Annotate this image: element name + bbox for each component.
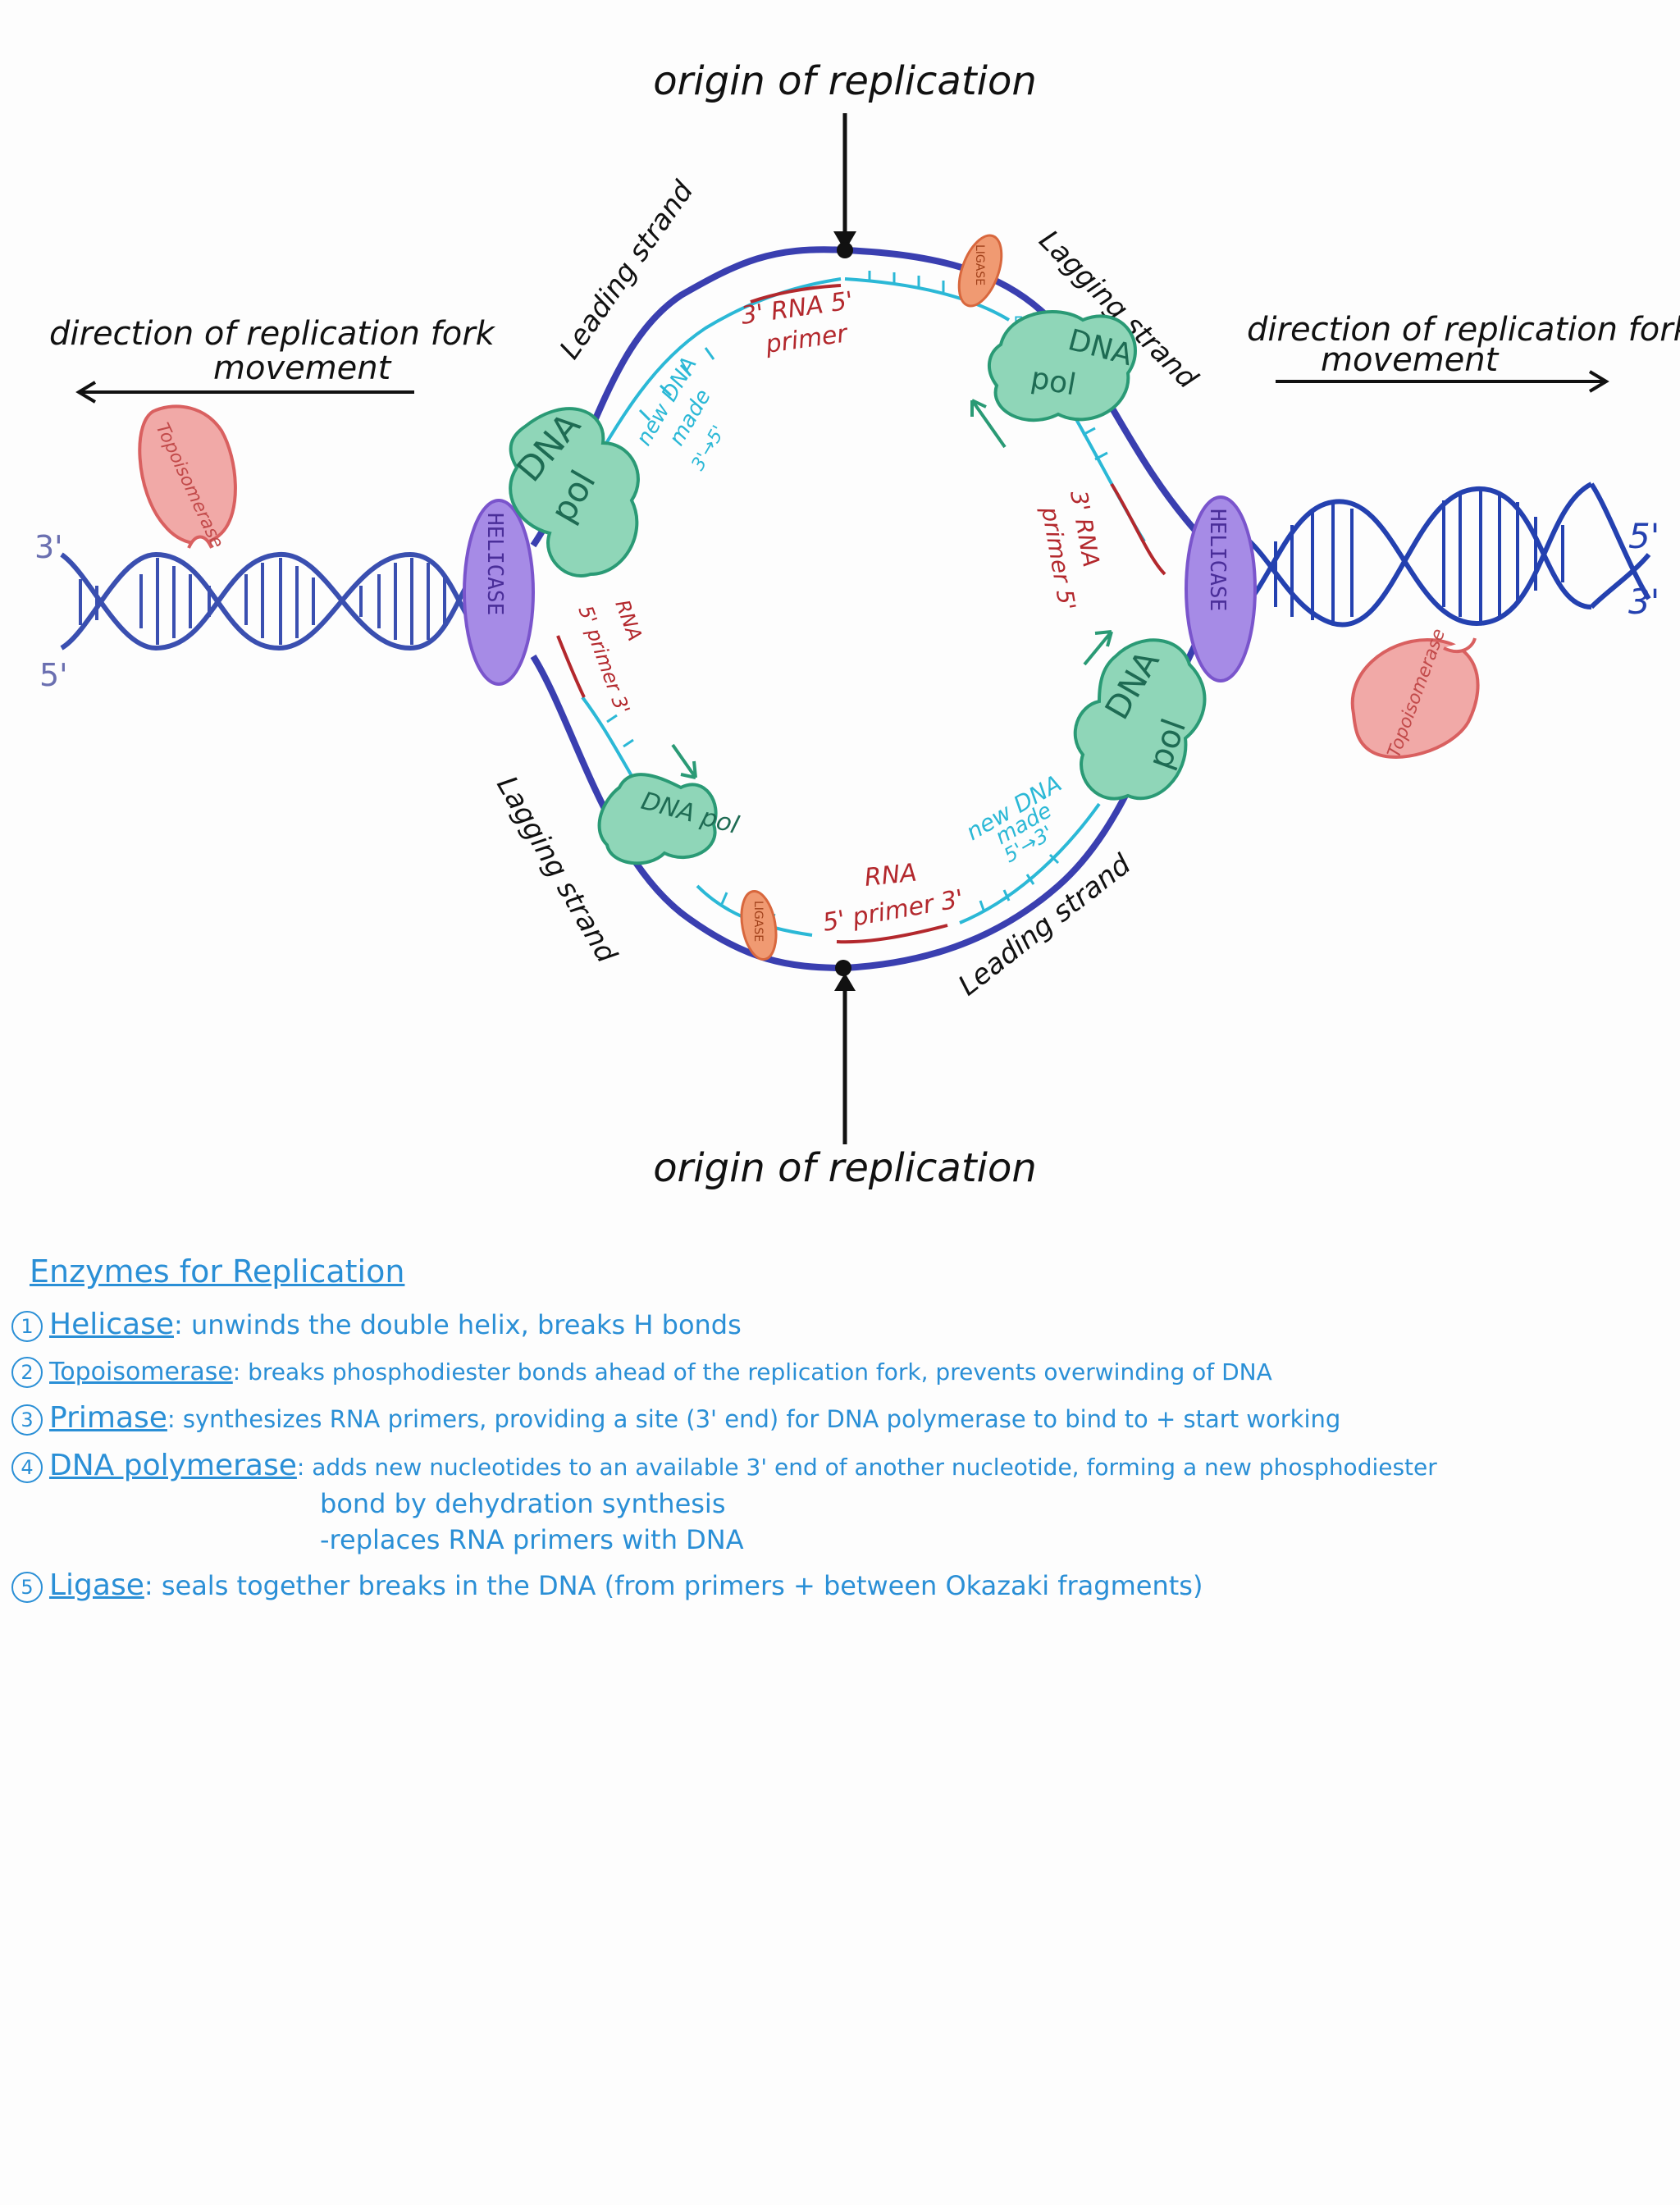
ligase-label-bottom: LIGASE <box>751 901 765 942</box>
note-term: Topoisomerase <box>49 1358 233 1386</box>
note-number: 4 <box>11 1452 43 1483</box>
note-number: 1 <box>11 1311 43 1342</box>
primer-label-bottom-2: 5' primer 3' <box>820 884 966 938</box>
note-term: Primase <box>49 1401 167 1435</box>
notes-title: Enzymes for Replication <box>30 1253 405 1290</box>
note-text: : synthesizes RNA primers, providing a s… <box>167 1405 1341 1433</box>
direction-label-right-2: movement <box>1321 341 1500 379</box>
note-term: DNA polymerase <box>49 1449 297 1482</box>
primer-right <box>1110 482 1166 576</box>
end-label-left-3: 3' <box>34 529 63 565</box>
helicase-label-left: HELICASE <box>482 513 507 615</box>
origin-label-bottom: origin of replication <box>653 1145 1037 1191</box>
note-text: : unwinds the double helix, breaks H bon… <box>173 1309 742 1340</box>
helicase-right <box>1185 495 1257 682</box>
primer-bottom <box>836 924 948 944</box>
new-strand-bottom-right <box>959 802 1101 924</box>
left-double-helix <box>60 549 509 651</box>
direction-label-right-1: direction of replication fork <box>1247 311 1680 349</box>
dna-pol-top-left <box>509 407 640 578</box>
pol-direction-arrows <box>605 399 1113 779</box>
direction-label-left-2: movement <box>213 349 392 387</box>
dna-pol-bottom-left <box>597 773 718 865</box>
end-label-right-5: 5' <box>1628 516 1659 556</box>
topoisomerase-right <box>1350 637 1480 759</box>
end-label-left-5: 5' <box>39 657 68 693</box>
note-continuation-1: bond by dehydration synthesis <box>320 1488 726 1519</box>
direction-label-left-1: direction of replication fork <box>49 315 496 353</box>
note-continuation-2: -replaces RNA primers with DNA <box>320 1524 744 1555</box>
primer-top <box>750 284 842 304</box>
ligase-bottom <box>740 889 778 961</box>
primer-label-left-1: RNA <box>610 596 646 644</box>
primer-label-bottom-1: RNA <box>863 858 918 892</box>
direction-arrowhead-right <box>1588 370 1609 393</box>
note-text: : adds new nucleotides to an available 3… <box>296 1454 1437 1481</box>
ligase-label-top: LIGASE <box>973 244 986 285</box>
leading-strand-label-bottom: Leading strand <box>952 848 1138 1003</box>
helicase-left <box>463 499 535 686</box>
note-term: Ligase <box>49 1568 144 1602</box>
note-text: : seals together breaks in the DNA (from… <box>144 1570 1203 1601</box>
origin-dot-bottom <box>835 960 851 976</box>
origin-arrowhead-top <box>833 231 856 251</box>
dna-pol-bottom-right <box>1073 638 1207 801</box>
primer-left <box>556 635 586 698</box>
note-number: 5 <box>11 1572 43 1603</box>
leading-strand-label-top: Leading strand <box>554 175 701 365</box>
end-label-right-3: 3' <box>1628 582 1659 622</box>
note-term: Helicase <box>49 1308 174 1341</box>
dna-pol-top-right-pol: pol <box>1028 361 1078 402</box>
note-number: 3 <box>11 1404 43 1436</box>
topoisomerase-left <box>138 404 237 549</box>
origin-dot-top <box>837 242 853 258</box>
origin-label-top: origin of replication <box>653 58 1037 104</box>
dna-pol-top-right <box>988 310 1137 422</box>
direction-arrowhead-left <box>75 381 97 404</box>
dna-replication-diagram: origin of replication origin of replicat… <box>34 58 1680 1191</box>
origin-arrowhead-bottom <box>834 973 856 991</box>
right-double-helix <box>1213 482 1651 628</box>
note-number: 2 <box>11 1357 43 1388</box>
helicase-label-right: HELICASE <box>1205 509 1230 611</box>
note-text: : breaks phosphodiester bonds ahead of t… <box>232 1358 1272 1386</box>
ligase-top <box>957 234 1003 308</box>
